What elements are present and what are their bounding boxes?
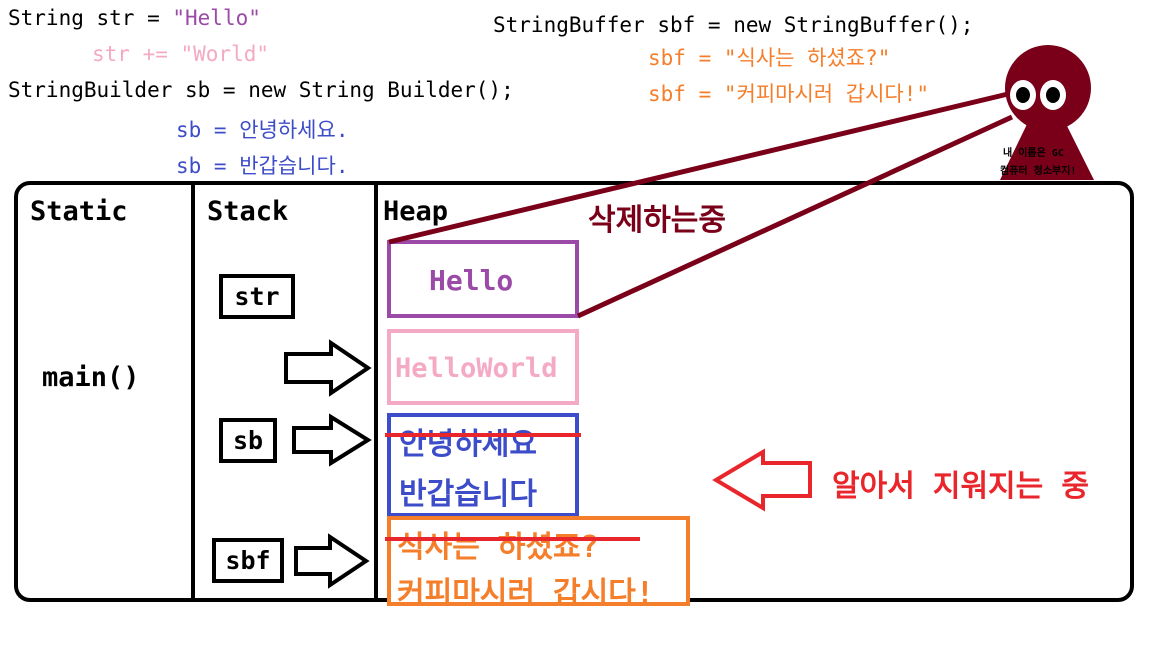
heap-hello-text: Hello [429, 264, 514, 297]
heap-object-hello: Hello [387, 240, 579, 318]
section-stack-title: Stack [207, 196, 289, 227]
code-line-sbf-2: sbf = "커피마시러 갑시다!" [648, 82, 929, 106]
arrow-auto-delete [712, 448, 812, 512]
heap-sbf-line1: 식사는 하셨죠? [397, 530, 599, 565]
stack-var-sbf: sbf [212, 538, 284, 583]
code-line-sbf-1: sbf = "식사는 하셨죠?" [648, 46, 891, 70]
code-line-str-concat: str += "World" [92, 42, 270, 66]
code-line-str: String str = "Hello" [8, 6, 261, 30]
heap-helloworld-text: HelloWorld [395, 353, 558, 384]
gc-character [1000, 45, 1094, 180]
gc-body [1000, 118, 1094, 180]
gc-line-to-hello-bottom [576, 114, 1014, 319]
divider-stack-heap [374, 181, 378, 602]
strikethrough-sbf-line1 [385, 537, 640, 541]
code-line-sb-decl: StringBuilder sb = new String Builder(); [8, 78, 514, 102]
annotation-deleting: 삭제하는중 [588, 203, 726, 238]
heap-sbf-line2: 커피마시러 갑시다! [397, 576, 654, 611]
stack-var-str: str [219, 274, 295, 319]
section-heap-title: Heap [383, 196, 449, 227]
code-line-sb-2: sb = 반갑습니다. [176, 154, 349, 178]
code-str-prefix: String str = [8, 6, 173, 30]
code-str-value: "Hello" [172, 6, 261, 30]
section-static-title: Static [30, 196, 128, 227]
gc-caption-line2: 컴퓨터 청소부지! [1000, 166, 1077, 177]
heap-object-helloworld: HelloWorld [387, 329, 579, 405]
code-line-sbf-decl: StringBuffer sbf = new StringBuffer(); [493, 13, 974, 37]
heap-object-stringbuffer: 식사는 하셨죠? 커피마시러 갑시다! [387, 516, 690, 611]
gc-caption-line1: 내 이름은 GC [1003, 148, 1064, 159]
annotation-auto-delete: 알아서 지워지는 중 [832, 469, 1089, 504]
heap-sb-line2: 반갑습니다 [399, 477, 537, 512]
code-line-sb-1: sb = 안녕하세요. [176, 118, 349, 142]
divider-static-stack [191, 181, 195, 602]
heap-object-stringbuilder: 안녕하세요 반갑습니다 [387, 413, 579, 517]
static-main: main() [42, 362, 140, 393]
arrow-sbf-to-heap [294, 533, 370, 589]
stack-var-sb: sb [219, 418, 277, 463]
gc-line-to-hello-top [388, 91, 1009, 245]
arrow-to-helloworld [284, 339, 372, 397]
heap-sb-line1: 안녕하세요 [399, 427, 537, 462]
arrow-sb-to-heap [292, 413, 372, 467]
strikethrough-sb-line1 [385, 433, 581, 437]
